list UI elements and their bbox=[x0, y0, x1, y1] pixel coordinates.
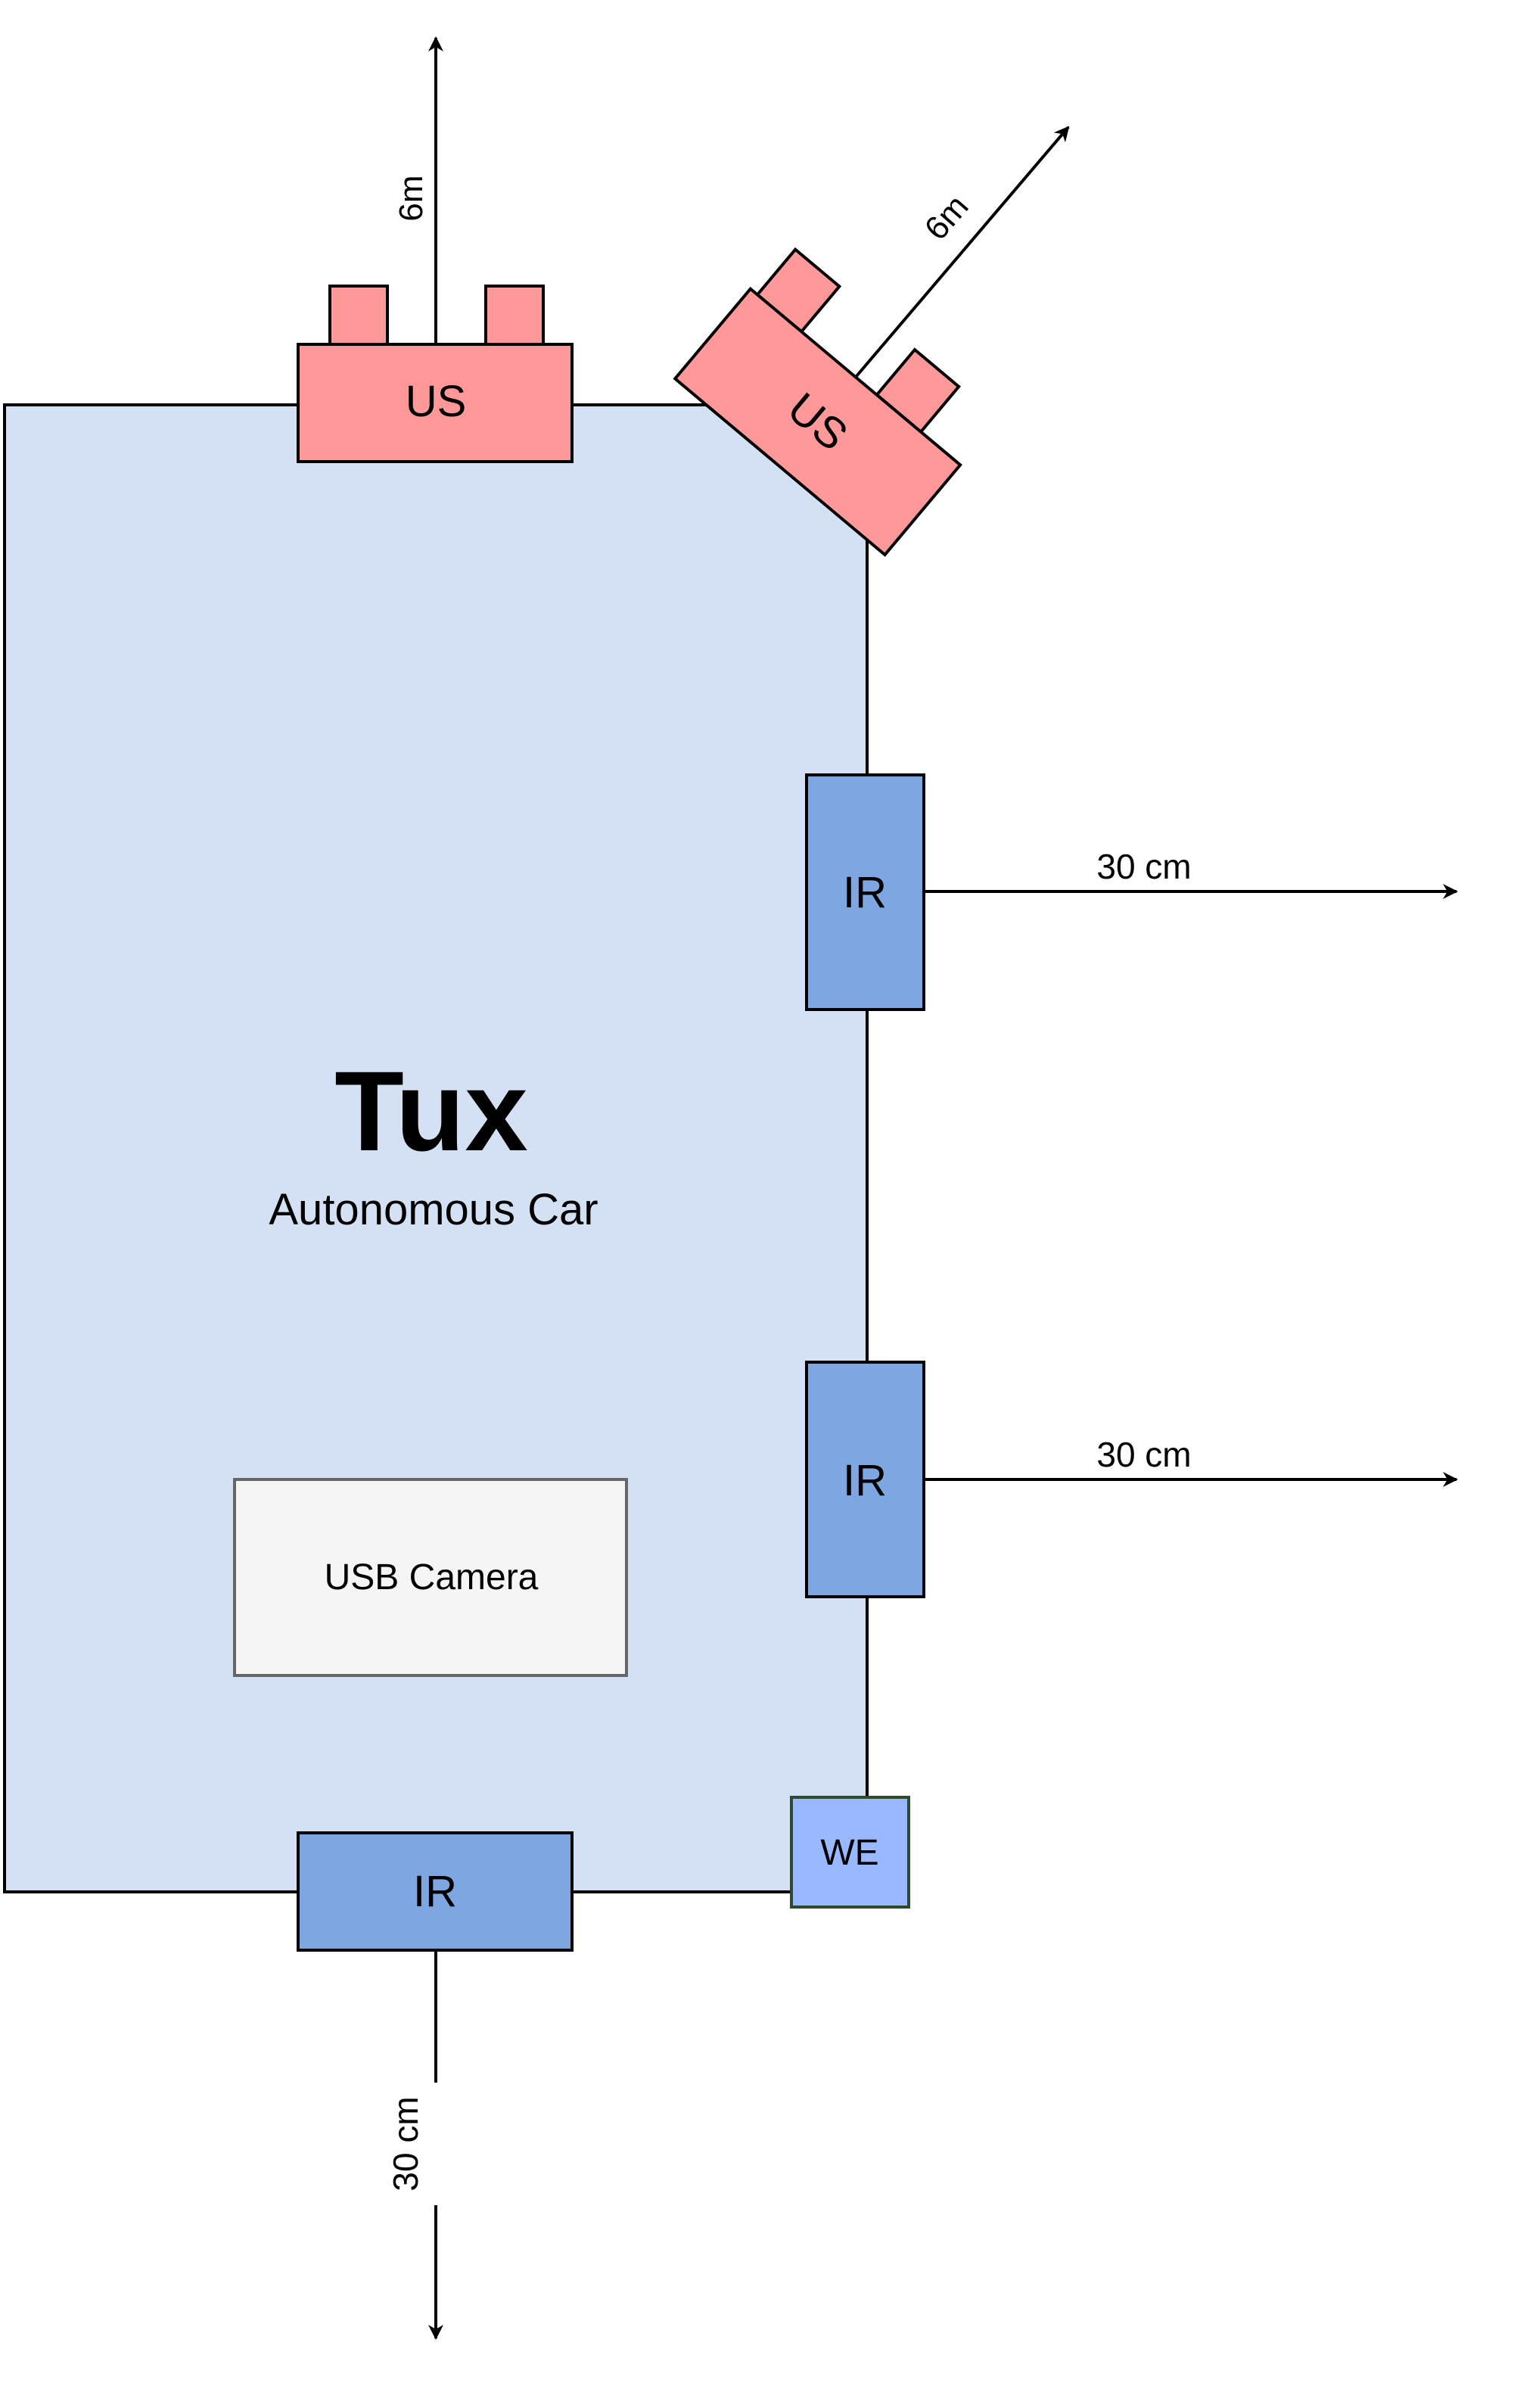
ir-bottom-label: IR bbox=[413, 1867, 457, 1916]
ir-bottom-label-mask bbox=[415, 2083, 457, 2205]
ir-right-upper-label: IR bbox=[843, 868, 887, 917]
car-subtitle: Autonomous Car bbox=[269, 1185, 598, 1234]
usb-camera-label: USB Camera bbox=[325, 1557, 539, 1598]
us-sensor-top: US 6m bbox=[297, 36, 574, 463]
ir-right-lower-body bbox=[805, 1361, 925, 1598]
ir-sensor-bottom: IR 30 cm bbox=[297, 1831, 574, 2340]
ir-bottom-range-label: 30 cm bbox=[386, 2096, 425, 2191]
ir-right-lower-range-label: 30 cm bbox=[1096, 1435, 1191, 1474]
us-corner-body bbox=[673, 286, 962, 557]
usb-camera: USB Camera bbox=[233, 1478, 628, 1677]
ir-sensor-right-upper: IR 30 cm bbox=[805, 773, 1458, 1011]
us-top-range-label: 6m bbox=[393, 175, 430, 221]
us-top-body bbox=[297, 343, 574, 463]
wheel-encoder-body bbox=[790, 1796, 910, 1909]
us-corner-range-arrow bbox=[855, 126, 1070, 378]
ir-right-lower-label: IR bbox=[843, 1456, 887, 1505]
ir-right-upper-body bbox=[805, 773, 925, 1011]
usb-camera-box bbox=[233, 1478, 628, 1677]
wheel-encoder: WE bbox=[790, 1796, 910, 1909]
us-corner-range-label: 6m bbox=[918, 188, 976, 247]
ir-bottom-body bbox=[297, 1831, 574, 1952]
ir-right-upper-range-label: 30 cm bbox=[1096, 847, 1191, 886]
car-title: Tux bbox=[334, 1047, 528, 1174]
wheel-encoder-label: WE bbox=[820, 1833, 878, 1873]
us-top-label: US bbox=[406, 377, 467, 426]
us-top-transducer-right bbox=[484, 285, 545, 347]
us-top-transducer-left bbox=[328, 285, 389, 347]
ir-sensor-right-lower: IR 30 cm bbox=[805, 1361, 1458, 1598]
